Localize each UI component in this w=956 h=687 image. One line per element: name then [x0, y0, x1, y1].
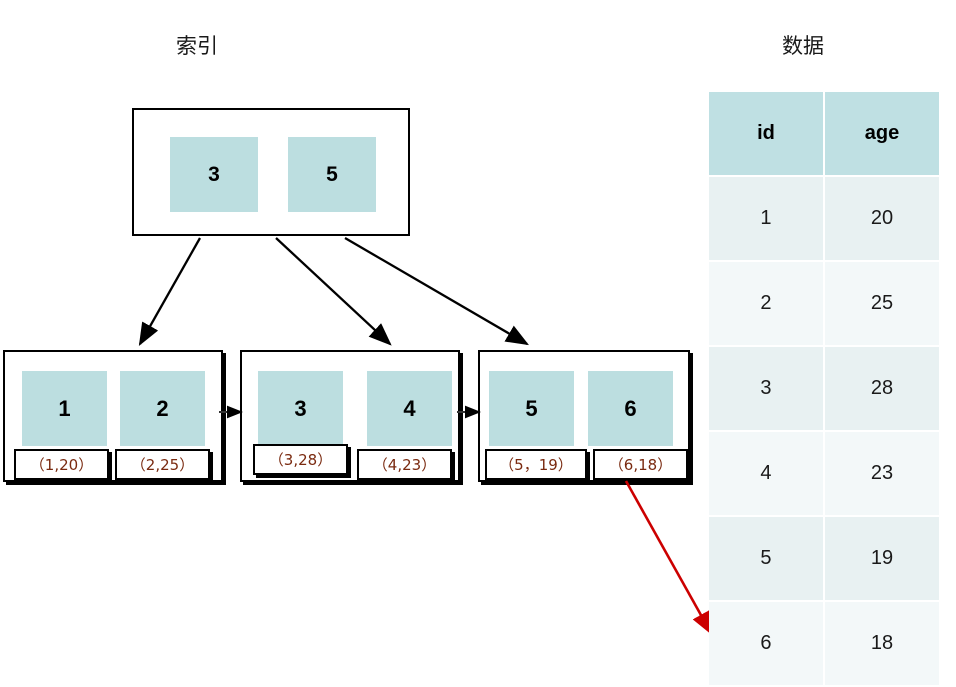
cell-id: 5	[709, 517, 823, 600]
leaf-3-key-cell-1[interactable]: 6	[588, 371, 673, 446]
leaf-1-key-cell-1[interactable]: 2	[120, 371, 205, 446]
table-row[interactable]: 5 19	[709, 517, 939, 600]
index-section-caption: 索引	[176, 34, 218, 58]
cell-age: 25	[824, 262, 939, 345]
cell-age: 19	[824, 517, 939, 600]
leaf-3-tuple-0[interactable]: （5，19）	[485, 449, 587, 480]
cell-age: 20	[824, 177, 939, 260]
pointer-root-to-leaf-2	[275, 237, 392, 346]
leaf-3-key-cell-0[interactable]: 5	[489, 371, 574, 446]
cell-id: 6	[709, 602, 823, 685]
table-row[interactable]: 2 25	[709, 262, 939, 345]
root-key-cell-1[interactable]: 5	[288, 137, 376, 212]
table-row[interactable]: 4 23	[709, 432, 939, 515]
cell-id: 4	[709, 432, 823, 515]
table-header-age: age	[824, 92, 939, 175]
data-table: id age 1 20 2 25 3 28 4 23 5 19	[707, 90, 941, 687]
table-header-id: id	[709, 92, 823, 175]
cell-id: 1	[709, 177, 823, 260]
table-row[interactable]: 6 18	[709, 602, 939, 685]
leaf-2-tuple-0[interactable]: （3,28）	[253, 444, 348, 475]
table-header-row: id age	[709, 92, 939, 175]
leaf-2-tuple-1[interactable]: （4,23）	[357, 449, 452, 480]
data-section-caption: 数据	[782, 34, 824, 58]
cell-id: 3	[709, 347, 823, 430]
leaf-2-key-cell-0[interactable]: 3	[258, 371, 343, 446]
pointer-root-to-leaf-1	[138, 237, 202, 347]
table-row[interactable]: 3 28	[709, 347, 939, 430]
leaf-1-key-cell-0[interactable]: 1	[22, 371, 107, 446]
cell-age: 28	[824, 347, 939, 430]
cell-age: 18	[824, 602, 939, 685]
root-key-cell-0[interactable]: 3	[170, 137, 258, 212]
leaf-1-tuple-0[interactable]: （1,20）	[14, 449, 109, 480]
leaf-1-tuple-1[interactable]: （2,25）	[115, 449, 210, 480]
table-row[interactable]: 1 20	[709, 177, 939, 260]
leaf-3-tuple-1[interactable]: （6,18）	[593, 449, 688, 480]
highlight-arrow-tuple-to-row	[624, 480, 713, 636]
cell-age: 23	[824, 432, 939, 515]
cell-id: 2	[709, 262, 823, 345]
leaf-2-key-cell-1[interactable]: 4	[367, 371, 452, 446]
pointer-root-to-leaf-3	[344, 237, 529, 346]
